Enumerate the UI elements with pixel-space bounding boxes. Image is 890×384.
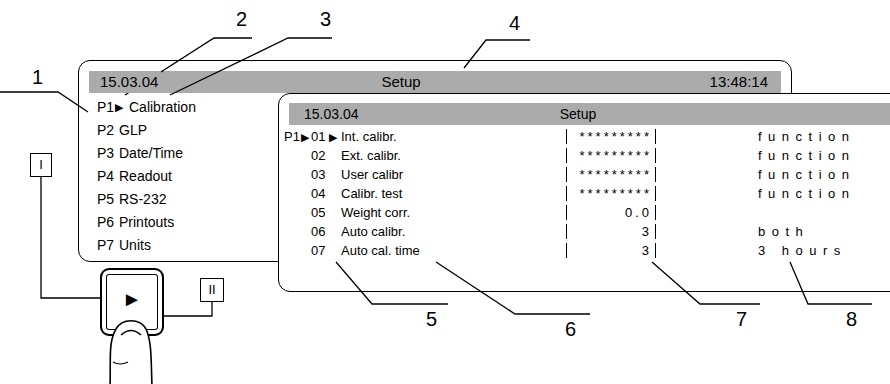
header-text: 15.03.04	[301, 103, 362, 125]
value-cell: 3	[566, 224, 656, 239]
setting-text: both	[758, 224, 809, 240]
menu-text: 04	[311, 186, 325, 202]
menu-text: 02	[311, 148, 325, 164]
menu-text: Auto calibr.	[341, 224, 405, 240]
callout-number: 1	[32, 66, 43, 88]
menu-text: Date/Time	[119, 145, 183, 161]
menu-text: Calibr. test	[341, 186, 402, 202]
menu-text: Ext. calibr.	[341, 148, 401, 164]
menu-text: RS-232	[119, 191, 166, 207]
finger	[110, 321, 152, 384]
setting-text: function	[758, 129, 856, 145]
menu-text: Calibration	[129, 99, 196, 115]
display-screen: P1▶01▶Int. calibr.*********function02Ext…	[278, 93, 890, 292]
key-label: II	[201, 279, 223, 301]
menu-text: User calibr	[341, 167, 403, 183]
callout-number: 2	[236, 8, 247, 30]
menu-text: Printouts	[119, 214, 174, 230]
key-label: I	[31, 154, 51, 176]
header-bar: 15.03.04 Setup	[289, 103, 890, 125]
header-text: 13:48:14	[707, 71, 771, 93]
callout-number: 4	[509, 12, 520, 34]
setting-text: function	[758, 167, 856, 183]
cursor-symbol: ▶	[329, 129, 337, 145]
menu-text: Weight corr.	[341, 205, 410, 221]
key-label-box: I	[30, 153, 52, 177]
callout-number: 8	[846, 308, 857, 330]
menu-text: P6	[97, 214, 114, 230]
menu-text: Units	[119, 237, 151, 253]
arrow-key-button: ►	[100, 268, 164, 336]
value-cell: *********	[566, 148, 656, 163]
key-connector	[164, 302, 212, 316]
header-text: 15.03.04	[97, 71, 161, 93]
setting-text: 3 hours	[758, 243, 847, 259]
cursor-symbol: ▶	[301, 129, 309, 145]
leader-line	[0, 92, 88, 112]
button-symbol: ►	[102, 288, 162, 310]
menu-text: P5	[97, 191, 114, 207]
menu-text: 05	[311, 205, 325, 221]
callout-number: 3	[320, 8, 331, 30]
callout-number: 5	[426, 308, 437, 330]
header-bar: 15.03.04 Setup 13:48:14	[89, 71, 781, 93]
menu-text: P1	[97, 99, 114, 115]
setting-text: function	[758, 186, 856, 202]
callout-number: 6	[565, 318, 576, 340]
menu-text: P4	[97, 168, 114, 184]
menu-text: Auto cal. time	[341, 243, 420, 259]
callout-number: 7	[736, 308, 747, 330]
menu-text: 01	[311, 129, 325, 145]
menu-text: P7	[97, 237, 114, 253]
value-cell: *********	[566, 186, 656, 201]
menu-text: 07	[311, 243, 325, 259]
value-cell: 0.0	[566, 205, 656, 220]
menu-text: GLP	[119, 122, 147, 138]
menu-text: 03	[311, 167, 325, 183]
menu-text: Int. calibr.	[341, 129, 397, 145]
menu-text: P2	[97, 122, 114, 138]
menu-text: 06	[311, 224, 325, 240]
header-text: Setup	[378, 71, 423, 93]
cursor-symbol: ▶	[115, 99, 123, 115]
value-cell: *********	[566, 129, 656, 144]
menu-text: Readout	[119, 168, 172, 184]
value-cell: 3	[566, 243, 656, 258]
menu-text: P3	[97, 145, 114, 161]
value-cell: *********	[566, 167, 656, 182]
menu-text: P1	[284, 129, 300, 145]
setting-text: function	[758, 148, 856, 164]
key-label-box: II	[200, 278, 224, 302]
header-text: Setup	[557, 103, 600, 125]
